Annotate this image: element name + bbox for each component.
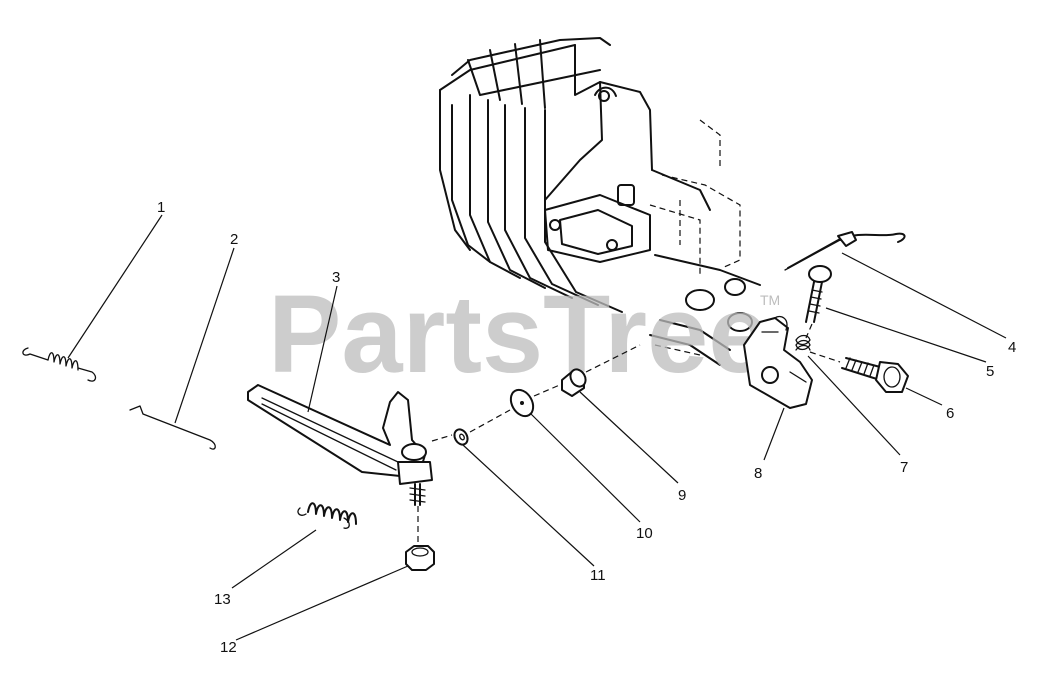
part-12-nut	[405, 545, 435, 571]
part-6-bolt	[841, 357, 909, 393]
callout-labels: 1 2 3 4 5 6 7 8 9 10 11 12 13	[157, 199, 1016, 656]
part-5-screw	[805, 265, 832, 323]
part-11-washer	[453, 428, 469, 446]
callout-11: 11	[590, 567, 606, 584]
callout-4: 4	[1008, 339, 1016, 356]
callout-5: 5	[986, 363, 994, 380]
engine-block	[439, 37, 761, 366]
callout-2: 2	[230, 231, 238, 248]
part-2-link-rod	[129, 405, 216, 450]
watermark-text: PartsTree	[268, 273, 769, 396]
part-1-spring	[22, 347, 97, 382]
callout-1: 1	[157, 199, 165, 216]
watermark-trademark: TM	[760, 292, 780, 308]
leader-lines	[67, 214, 1007, 641]
part-7-spring	[795, 334, 811, 351]
callout-7: 7	[900, 459, 908, 476]
callout-3: 3	[332, 269, 340, 286]
callout-9: 9	[678, 487, 686, 504]
part-8-throttle-bracket	[743, 315, 813, 409]
part-10-flat-washer	[509, 388, 535, 418]
callout-6: 6	[946, 405, 954, 422]
callout-12: 12	[220, 639, 237, 656]
assembly-centerlines	[417, 323, 841, 545]
part-4-throttle-rod	[784, 231, 906, 271]
part-13-spring	[297, 502, 357, 529]
callout-13: 13	[214, 591, 231, 608]
callout-8: 8	[754, 465, 762, 482]
part-9-bushing	[561, 368, 587, 397]
part-3-governor-lever	[247, 384, 433, 506]
watermark: PartsTree TM	[268, 273, 780, 396]
callout-10: 10	[636, 525, 653, 542]
